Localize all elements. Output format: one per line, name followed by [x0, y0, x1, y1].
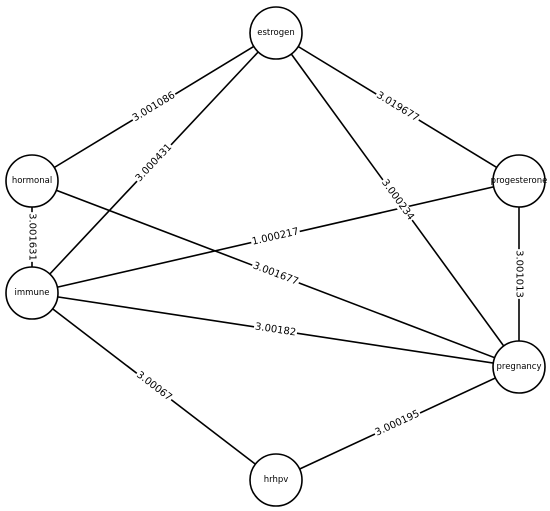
- node-label: pregnancy: [496, 362, 541, 372]
- edge-labels-layer: 3.001086 3.000431 3.019677 3.000234 3.001631…: [26, 89, 525, 439]
- node-hormonal: hormonal: [5, 154, 59, 208]
- edge-weight-label: 3.001631: [27, 213, 38, 261]
- node-label: progesterone: [491, 176, 548, 186]
- edges-layer: [31, 32, 520, 481]
- edge-weight-label: 3.001013: [514, 250, 525, 298]
- edge-weight-label: 3.001677: [251, 260, 300, 287]
- edge-label-background: [250, 226, 301, 248]
- edge-weight-label: 3.019677: [374, 90, 420, 124]
- edge-weight-label: 3.000431: [134, 142, 175, 184]
- edge-weight-label: 3.00182: [254, 321, 297, 338]
- node-circle: [492, 154, 546, 208]
- node-circle: [5, 154, 59, 208]
- edge-label-background: [132, 141, 176, 185]
- edge-label-background: [378, 176, 417, 224]
- node-label: immune: [15, 288, 50, 298]
- edge-label-background: [129, 89, 179, 125]
- edge-weight-label: 3.000234: [379, 177, 416, 222]
- node-label: estrogen: [257, 28, 295, 38]
- node-circle: [492, 340, 546, 394]
- node-circle: [249, 453, 303, 507]
- edge-label-background: [26, 212, 38, 262]
- node-hrhpv: hrhpv: [249, 453, 303, 507]
- node-immune: immune: [5, 266, 59, 320]
- node-circle: [249, 6, 303, 60]
- edge-label-background: [513, 249, 525, 299]
- node-progesterone: progesterone: [491, 154, 548, 208]
- edge-label-background: [133, 368, 175, 405]
- edge-weight-label: 3.00067: [134, 370, 174, 404]
- node-pregnancy: pregnancy: [492, 340, 546, 394]
- edge-label-background: [373, 89, 422, 125]
- edge-weight-label: 3.001086: [131, 90, 178, 124]
- edge-weight-label: 1.000217: [251, 226, 300, 247]
- node-estrogen: estrogen: [249, 6, 303, 60]
- node-circle: [5, 266, 59, 320]
- nodes-layer: estrogen hormonal progesterone immune pregna…: [5, 6, 548, 507]
- edge-label-background: [253, 321, 298, 339]
- edge-label-background: [372, 408, 423, 439]
- edge-weight-label: 3.000195: [374, 408, 422, 438]
- node-label: hormonal: [12, 176, 52, 186]
- edge-label-background: [250, 259, 301, 289]
- node-label: hrhpv: [264, 475, 289, 485]
